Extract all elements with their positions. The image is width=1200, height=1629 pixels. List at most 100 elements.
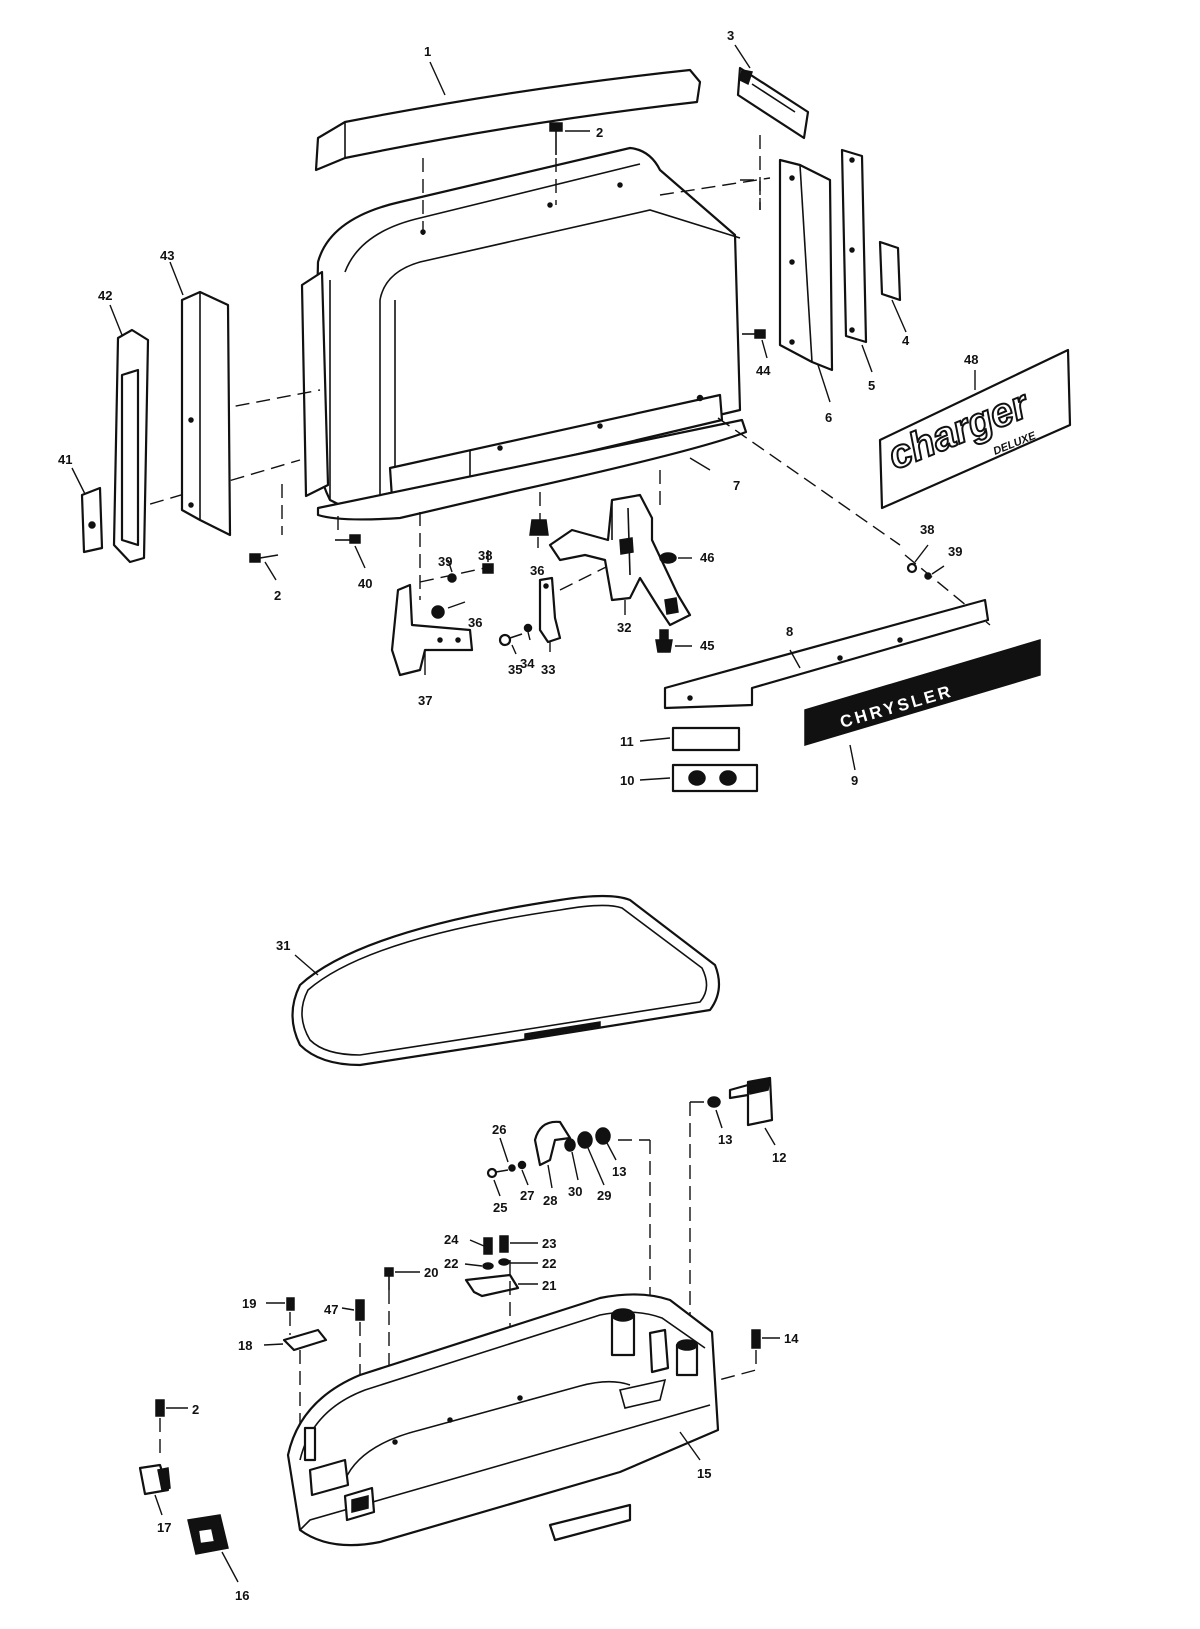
part-47-screw (341, 1299, 365, 1321)
part-16-grommet (187, 1514, 239, 1583)
callout-2-left: 2 (274, 588, 281, 603)
callout-42: 42 (98, 288, 112, 303)
callout-26: 26 (492, 1122, 506, 1137)
callout-7: 7 (733, 478, 740, 493)
part-35-screw (498, 633, 523, 655)
part-42-side-trim (109, 304, 150, 564)
part-22-washer-left (464, 1262, 494, 1270)
callout-19: 19 (242, 1296, 256, 1311)
part-37-latch-bracket (390, 583, 474, 677)
callout-9: 9 (851, 773, 858, 788)
callout-44: 44 (756, 363, 771, 378)
part-48-charger-decal: charger DELUXE (878, 348, 1072, 510)
part-26-washer (499, 1137, 516, 1172)
callout-1: 1 (424, 44, 431, 59)
callout-2-lower: 2 (192, 1402, 199, 1417)
part-1-top-trim (314, 61, 702, 172)
callout-36-center: 36 (530, 563, 544, 578)
callout-22-right: 22 (542, 1256, 556, 1271)
part-40-screw (335, 534, 366, 569)
callout-40: 40 (358, 576, 372, 591)
part-19-screw (266, 1297, 295, 1311)
part-9-chrysler-decal: CHRYSLER (804, 638, 1041, 771)
part-2-screw-left (249, 553, 279, 581)
callout-36-left: 36 (468, 615, 482, 630)
callout-16: 16 (235, 1588, 249, 1603)
part-34-washer (523, 623, 533, 641)
part-20-screw (384, 1267, 420, 1290)
callout-38-left: 38 (478, 548, 492, 563)
callout-21: 21 (542, 1278, 556, 1293)
part-31-hood-seal (291, 894, 721, 1067)
part-41-plate (71, 467, 104, 554)
callout-31: 31 (276, 938, 290, 953)
part-11-label-plate (639, 726, 741, 752)
part-12-shift-lever (728, 1076, 776, 1146)
part-28-latch-hook (533, 1120, 572, 1189)
callout-37: 37 (418, 693, 432, 708)
callout-25: 25 (493, 1200, 507, 1215)
part-39-washer-left (419, 559, 486, 583)
callout-23: 23 (542, 1236, 556, 1251)
callout-41: 41 (58, 452, 72, 467)
callout-46: 46 (700, 550, 714, 565)
callout-4: 4 (902, 333, 910, 348)
part-44-screw (742, 329, 768, 359)
callout-30: 30 (568, 1184, 582, 1199)
callout-15: 15 (697, 1466, 711, 1481)
callout-6: 6 (825, 410, 832, 425)
part-17-grommet (138, 1463, 171, 1516)
callout-11: 11 (620, 734, 634, 749)
part-18-plate (263, 1328, 328, 1352)
part-10-hp-decal (639, 763, 759, 793)
part-4-small-plate (878, 240, 907, 333)
callout-5: 5 (868, 378, 875, 393)
part-38-screw-left (482, 550, 494, 574)
part-36-rubber-center (529, 519, 549, 548)
callout-2-top: 2 (596, 125, 603, 140)
callout-18: 18 (238, 1338, 252, 1353)
part-13-nut-center (595, 1127, 617, 1161)
part-29-washer (577, 1131, 605, 1186)
part-46-grommet (659, 552, 692, 564)
part-23-screw (499, 1235, 538, 1253)
callout-13-center: 13 (612, 1164, 626, 1179)
callout-28: 28 (543, 1193, 557, 1208)
callout-39-left: 39 (438, 554, 452, 569)
callout-39-right: 39 (948, 544, 962, 559)
part-3-vent-plate (734, 44, 810, 140)
callout-24: 24 (444, 1232, 459, 1247)
callout-29: 29 (597, 1188, 611, 1203)
part-22-washer-right (498, 1258, 538, 1266)
part-43-side-trim (169, 261, 232, 537)
callout-47: 47 (324, 1302, 338, 1317)
callout-22-left: 22 (444, 1256, 458, 1271)
callout-12: 12 (772, 1150, 786, 1165)
part-30-bushing (564, 1138, 579, 1181)
callout-17: 17 (157, 1520, 171, 1535)
part-33-latch (538, 576, 562, 652)
part-2-screw-lower (155, 1399, 188, 1417)
part-32-hood-mount (548, 493, 692, 627)
callout-45: 45 (700, 638, 714, 653)
part-8-support-bar (663, 598, 990, 710)
upper-callouts: 1 2 3 4 5 6 7 8 9 10 11 2 32 33 34 35 36… (58, 28, 978, 788)
part-2-screw-top (549, 122, 590, 155)
part-5-side-strip (840, 148, 873, 373)
part-38-screw-right (906, 544, 929, 574)
callout-35: 35 (508, 662, 522, 677)
callout-43: 43 (160, 248, 174, 263)
part-45-grommet (655, 629, 692, 653)
part-14-screw (751, 1329, 780, 1349)
callout-20: 20 (424, 1265, 438, 1280)
callout-34: 34 (520, 656, 535, 671)
callout-10: 10 (620, 773, 634, 788)
callout-38-right: 38 (920, 522, 934, 537)
part-15-lower-pan (286, 1293, 720, 1547)
callout-14: 14 (784, 1331, 799, 1346)
part-39-washer-right (924, 565, 945, 580)
callout-8: 8 (786, 624, 793, 639)
part-21-clip (464, 1273, 538, 1298)
lower-callouts: 31 12 13 13 26 25 27 28 30 29 24 23 22 2… (157, 938, 799, 1603)
